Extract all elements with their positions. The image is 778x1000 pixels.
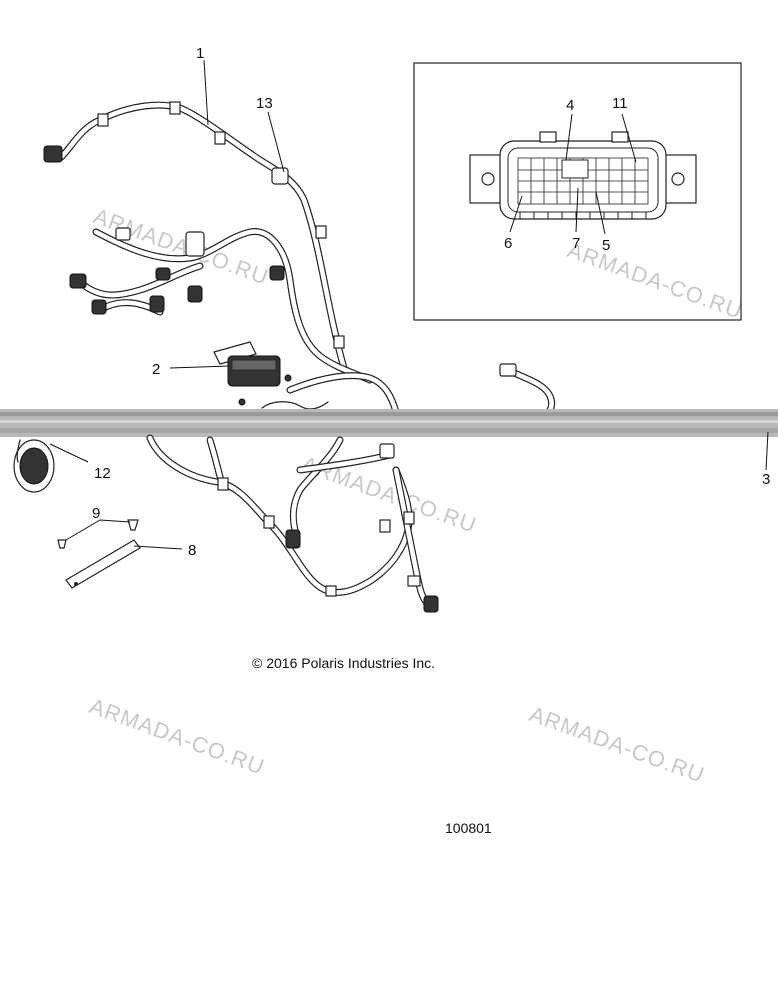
watermark: ARMADA-CO.RU <box>86 693 268 780</box>
strap-8 <box>65 539 141 589</box>
copyright-notice: © 2016 Polaris Industries Inc. <box>252 655 436 671</box>
callout-9: 9 <box>92 505 100 522</box>
pin-grid <box>517 157 649 205</box>
fuse-box-2 <box>213 341 292 406</box>
callout-12: 12 <box>94 465 111 482</box>
main-harness <box>43 101 374 384</box>
lower-harness <box>146 434 439 613</box>
callout-11: 11 <box>612 95 628 112</box>
fastener-9 <box>57 519 139 549</box>
callout-13: 13 <box>256 95 273 112</box>
watermark: ARMADA-CO.RU <box>526 701 708 788</box>
callout-4: 4 <box>566 97 574 114</box>
callout-5: 5 <box>602 237 610 254</box>
torn-band <box>0 409 778 437</box>
watermark: ARMADA-CO.RU <box>564 237 746 324</box>
callout-1: 1 <box>196 45 204 62</box>
callout-3: 3 <box>762 471 770 488</box>
figure-number: 100801 <box>445 820 492 836</box>
callout-8: 8 <box>188 542 196 559</box>
connector-detail-inset <box>413 62 742 321</box>
callout-6: 6 <box>504 235 512 252</box>
callout-7: 7 <box>572 235 580 252</box>
sensor-12 <box>13 439 55 493</box>
callout-2: 2 <box>152 361 160 378</box>
